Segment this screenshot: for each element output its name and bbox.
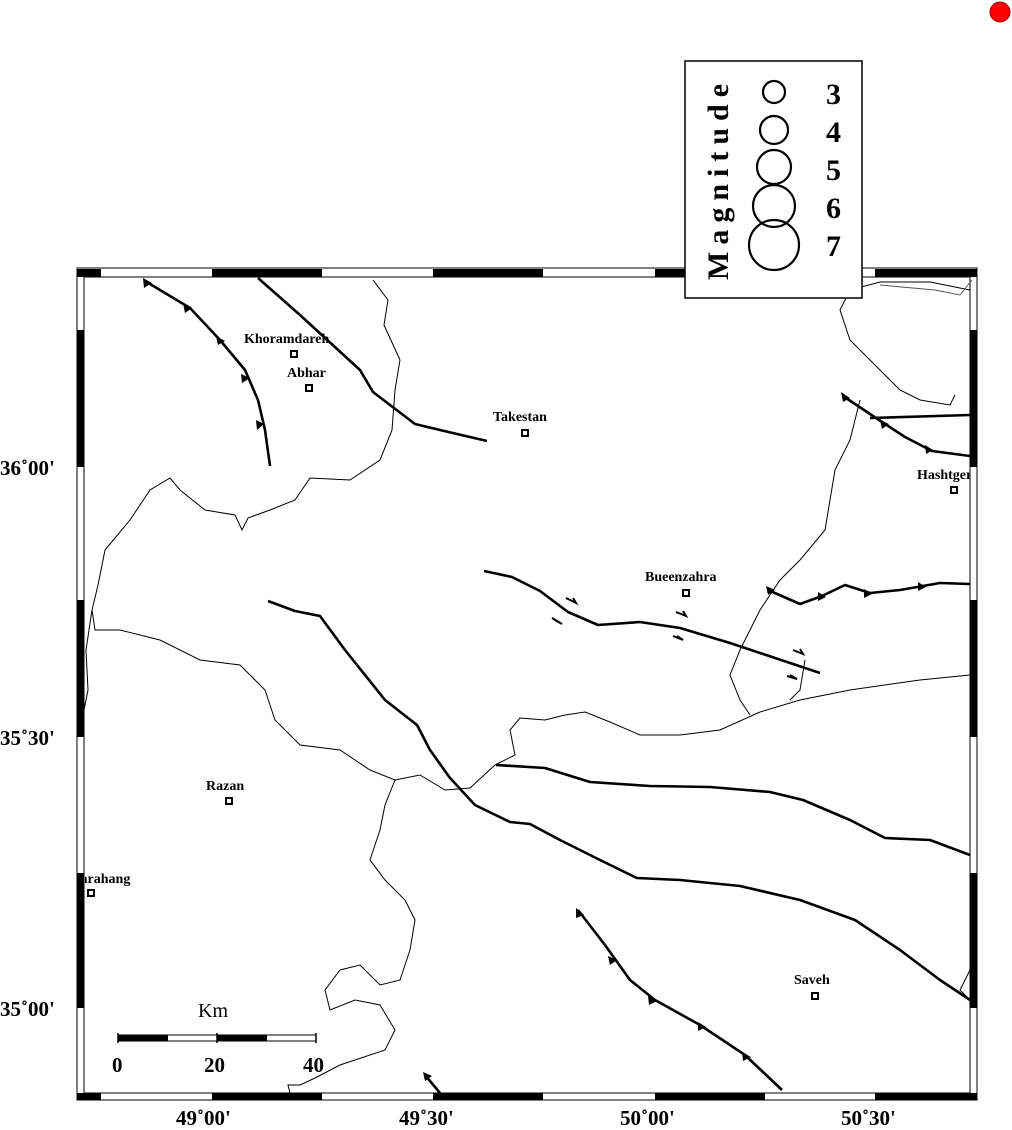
city-label: Farahang (72, 872, 130, 887)
legend-entry: 7 (826, 230, 841, 263)
city-label: Hashtgerd (917, 468, 980, 483)
lon-label: 49˚30' (399, 1106, 454, 1130)
lon-label: 50˚00' (620, 1106, 675, 1130)
axis-labels: 49˚00' 49˚30' 50˚00' 50˚30' 36˚00' 35˚30… (0, 456, 896, 1130)
scale-unit: Km (198, 1000, 228, 1022)
lat-label: 35˚30' (0, 726, 55, 750)
lat-label: 35˚00' (0, 997, 55, 1021)
map-frame (76, 267, 978, 1101)
scale-tick: 0 (112, 1053, 123, 1077)
city-abhar: Abhar (287, 366, 326, 392)
faults (143, 277, 971, 1094)
city-takestan: Takestan (493, 410, 547, 437)
cities: Khoramdareh Abhar Takestan Hashtgerd Bue… (72, 332, 980, 1000)
lon-label: 49˚00' (176, 1106, 231, 1130)
city-khoramdareh: Khoramdareh (244, 332, 330, 358)
city-hashtgerd: Hashtgerd (917, 468, 980, 494)
city-label: Saveh (794, 973, 830, 988)
legend-entry: 5 (826, 154, 841, 187)
scale-tick: 20 (204, 1053, 225, 1077)
magnitude-legend: Magnitude 3 4 5 6 7 (684, 60, 863, 299)
city-farahang: Farahang (72, 872, 130, 897)
legend-title: Magnitude (702, 77, 735, 280)
legend-entry: 3 (826, 78, 841, 111)
city-label: Bueenzahra (645, 570, 717, 585)
red-marker-dot (989, 1, 1011, 23)
legend-entry: 4 (826, 116, 841, 149)
city-label: Khoramdareh (244, 332, 330, 347)
city-saveh: Saveh (794, 973, 830, 1000)
lon-label: 50˚30' (841, 1106, 896, 1130)
legend-entry: 6 (826, 192, 841, 225)
scale-bar: Km 0 20 40 (112, 1000, 324, 1077)
city-bueenzahra: Bueenzahra (645, 570, 717, 597)
city-razan: Razan (206, 779, 244, 805)
city-label: Takestan (493, 410, 547, 425)
scale-tick: 40 (303, 1053, 324, 1077)
city-label: Abhar (287, 366, 326, 381)
lat-label: 36˚00' (0, 456, 55, 480)
city-label: Razan (206, 779, 244, 794)
